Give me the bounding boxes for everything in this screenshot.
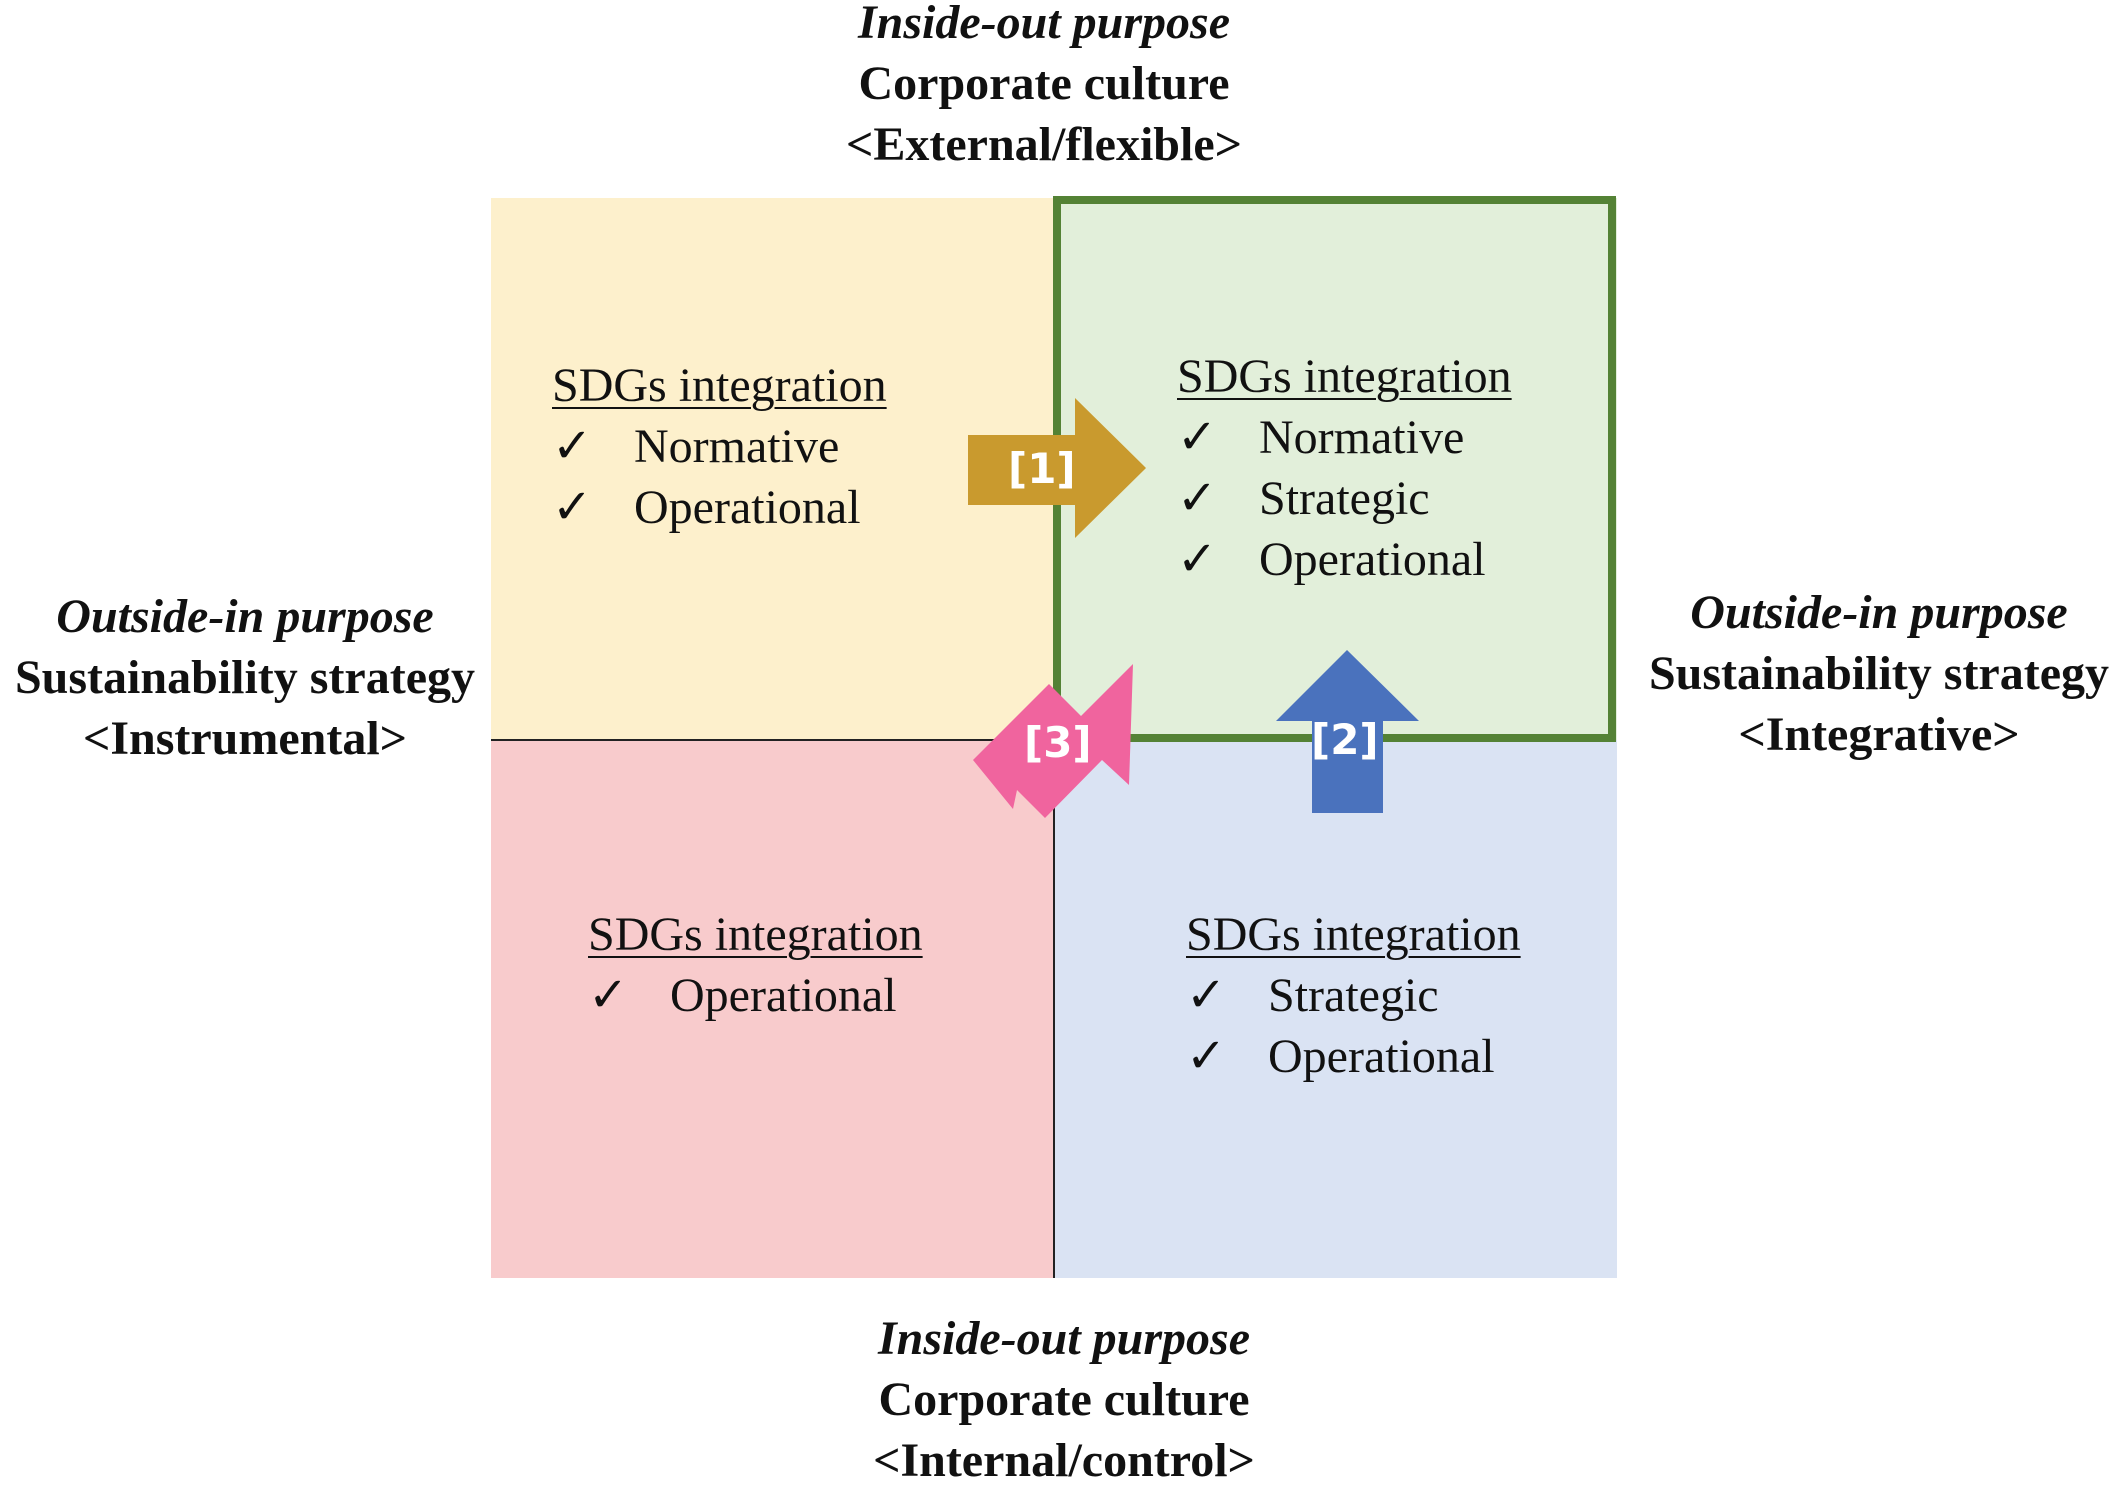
left-axis-purpose: Outside-in purpose — [56, 590, 434, 643]
list-item: ✓ Strategic — [1186, 965, 1521, 1026]
bottom-axis-purpose: Inside-out purpose — [877, 1312, 1251, 1365]
right-axis-purpose: Outside-in purpose — [1690, 586, 2068, 639]
item-label: Normative — [634, 420, 840, 473]
horizontal-divider — [491, 739, 1054, 741]
right-axis-label: Outside-in purpose Sustainability strate… — [1630, 582, 2128, 765]
quadrant-top-left-text: SDGs integration ✓ Normative ✓ Operational — [552, 355, 887, 538]
item-label: Strategic — [1268, 969, 1439, 1022]
right-axis-dimension: Sustainability strategy — [1648, 647, 2110, 700]
arrow-1-label: [1] — [1008, 444, 1076, 493]
vertical-divider — [1053, 742, 1055, 1278]
left-axis-pole: <Instrumental> — [82, 712, 408, 765]
left-axis-dimension: Sustainability strategy — [14, 651, 476, 704]
quadrant-heading: SDGs integration — [1186, 908, 1521, 961]
item-label: Operational — [1259, 533, 1486, 586]
quadrant-bottom-left-text: SDGs integration ✓ Operational — [588, 904, 923, 1026]
check-icon: ✓ — [1177, 533, 1218, 586]
list-item: ✓ Operational — [1186, 1026, 1521, 1087]
top-axis-purpose: Inside-out purpose — [857, 0, 1231, 49]
check-icon: ✓ — [1177, 411, 1218, 464]
list-item: ✓ Strategic — [1177, 468, 1512, 529]
arrow-right-icon — [968, 398, 1146, 538]
quadrant-heading: SDGs integration — [1177, 350, 1512, 403]
check-icon: ✓ — [552, 420, 593, 473]
top-axis-label: Inside-out purpose Corporate culture <Ex… — [0, 0, 2128, 175]
list-item: ✓ Operational — [1177, 529, 1512, 590]
quadrant-heading: SDGs integration — [588, 908, 923, 961]
item-label: Operational — [670, 969, 897, 1022]
arrow-2-label: [2] — [1311, 715, 1379, 764]
check-icon: ✓ — [1186, 969, 1227, 1022]
item-label: Operational — [634, 481, 861, 534]
quadrant-bottom-left — [491, 740, 1054, 1278]
item-label: Strategic — [1259, 472, 1430, 525]
quadrant-top-right — [1054, 198, 1617, 740]
arrow-3-label: [3] — [1024, 718, 1092, 767]
top-axis-pole: <External/flexible> — [846, 118, 1242, 171]
arrow-diagonal-icon — [973, 664, 1133, 818]
check-icon: ✓ — [1186, 1030, 1227, 1083]
quadrant-top-left — [491, 198, 1054, 740]
check-icon: ✓ — [1177, 472, 1218, 525]
item-label: Operational — [1268, 1030, 1495, 1083]
left-axis-label: Outside-in purpose Sustainability strate… — [0, 586, 490, 769]
bottom-axis-label: Inside-out purpose Corporate culture <In… — [0, 1308, 2128, 1491]
list-item: ✓ Operational — [552, 477, 887, 538]
item-label: Normative — [1259, 411, 1465, 464]
check-icon: ✓ — [552, 481, 593, 534]
list-item: ✓ Normative — [1177, 407, 1512, 468]
quadrant-heading: SDGs integration — [552, 359, 887, 412]
bottom-axis-dimension: Corporate culture — [878, 1373, 1250, 1426]
right-axis-pole: <Integrative> — [1738, 708, 2020, 761]
arrow-up-icon — [1276, 650, 1419, 813]
quadrant-bottom-right — [1054, 740, 1617, 1278]
quadrant-top-right-text: SDGs integration ✓ Normative ✓ Strategic ✓… — [1177, 346, 1512, 590]
quadrant-bottom-right-text: SDGs integration ✓ Strategic ✓ Operational — [1186, 904, 1521, 1087]
check-icon: ✓ — [588, 969, 629, 1022]
list-item: ✓ Normative — [552, 416, 887, 477]
list-item: ✓ Operational — [588, 965, 923, 1026]
top-axis-dimension: Corporate culture — [858, 57, 1230, 110]
